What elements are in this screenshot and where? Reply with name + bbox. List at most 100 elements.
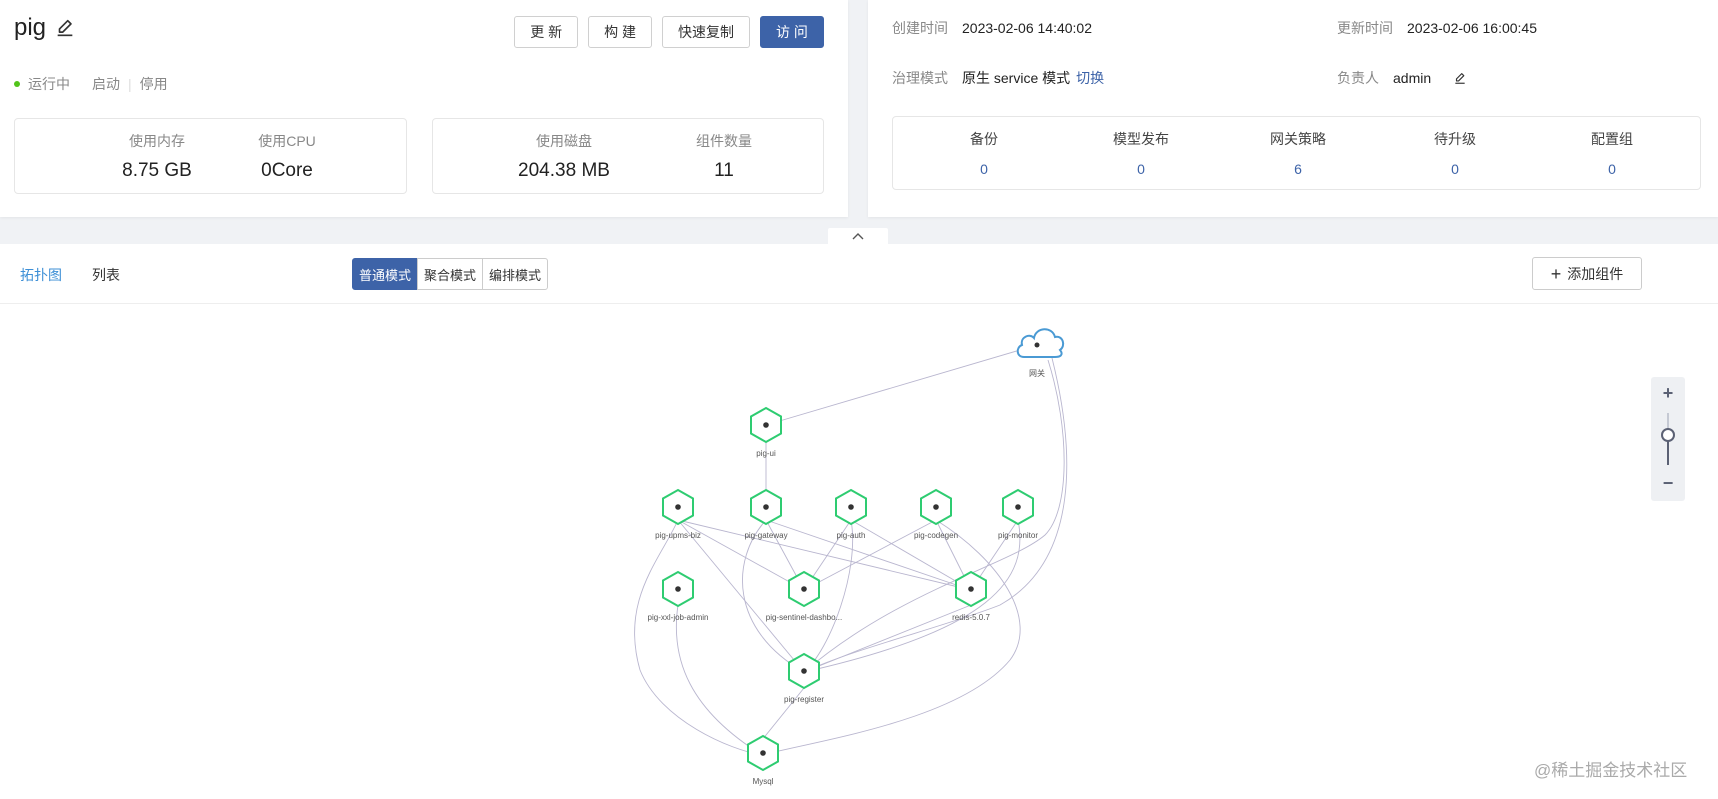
watermark: @稀土掘金技术社区 [1534,761,1688,780]
edge [803,359,1065,673]
disk-stat: 使用磁盘 204.38 MB [509,131,619,182]
mode-arrange-button[interactable]: 编排模式 [482,258,549,290]
governance-mode: 治理模式 原生 service 模式 切换 [892,68,1104,88]
topology-edges [634,344,1068,756]
summary-label: 配置组 [1591,131,1633,147]
node-pig-upms-biz[interactable]: pig-upms-biz [655,488,701,540]
node-label: pig-gateway [744,531,787,540]
edge [761,519,1021,756]
zoom-out-icon[interactable]: − [1662,473,1674,493]
update-button[interactable]: 更 新 [514,16,579,48]
node-pig-auth[interactable]: pig-auth [835,488,867,540]
cpu-value: 0Core [261,160,313,181]
node-label: Mysql [753,777,774,786]
app-overview-card: pig 更 新 构 建 快速复制 访 问 运行中 启动 | 停用 使用内存 8.… [0,0,848,217]
edge [677,519,805,591]
build-button[interactable]: 构 建 [588,16,652,48]
created-value: 2023-02-06 14:40:02 [962,20,1092,36]
disk-value: 204.38 MB [518,160,610,181]
zoom-in-icon[interactable]: + [1662,383,1674,403]
status-text: 运行中 [28,76,70,92]
memory-stat: 使用内存 8.75 GB [102,131,212,182]
summary-value[interactable]: 0 [1608,161,1616,177]
stop-link[interactable]: 停用 [139,76,168,92]
node-label: pig-upms-biz [655,531,701,540]
quick-copy-button[interactable]: 快速复制 [662,16,750,48]
summary-value[interactable]: 0 [980,161,988,177]
edge [765,519,972,591]
updated-time: 更新时间 2023-02-06 16:00:45 [1337,18,1537,38]
tab-topology[interactable]: 拓扑图 [20,267,62,283]
node-pig-gateway[interactable]: pig-gateway [744,488,788,540]
gateway-node[interactable]: 网关 [1016,328,1065,378]
node-label: pig-sentinel-dashbo... [766,613,843,622]
summary-label: 待升级 [1434,131,1476,147]
edge [803,519,937,591]
updated-label: 更新时间 [1337,20,1393,36]
status-line: 运行中 启动 | 停用 [14,74,168,94]
summary-value[interactable]: 0 [1451,161,1459,177]
app-info-card: 创建时间 2023-02-06 14:40:02 更新时间 2023-02-06… [868,0,1718,217]
memory-value: 8.75 GB [122,160,192,181]
edit-owner-icon[interactable] [1453,71,1467,85]
node-pig-codegen[interactable]: pig-codegen [914,488,958,540]
disk-component-box: 使用磁盘 204.38 MB 组件数量 11 [432,118,824,194]
summary-model-publish[interactable]: 模型发布 0 [1081,129,1201,177]
summary-gateway-policy[interactable]: 网关策略 6 [1238,129,1358,177]
node-redis[interactable]: redis-5.0.7 [952,570,990,622]
node-pig-register[interactable]: pig-register [784,652,824,704]
app-title: pig [14,14,76,42]
summary-value[interactable]: 0 [1137,161,1145,177]
mode-switch: 普通模式 聚合模式 编排模式 [352,258,549,290]
plus-icon: + [1550,263,1562,284]
edge [761,687,805,741]
topology-graph: 网关 pig-ui pig-upms-biz pig-gateway pig-a… [634,328,1068,786]
node-label: pig-monitor [998,531,1038,540]
start-link[interactable]: 启动 [92,76,120,92]
add-component-label: 添加组件 [1567,265,1624,282]
add-component-button[interactable]: + 添加组件 [1532,257,1642,290]
updated-value: 2023-02-06 16:00:45 [1407,20,1537,36]
node-pig-xxl-job-admin[interactable]: pig-xxl-job-admin [648,570,709,622]
component-count-stat: 组件数量 11 [669,131,779,182]
edge [742,519,805,673]
node-pig-sentinel-dashboard[interactable]: pig-sentinel-dashbo... [766,570,843,622]
edge [803,519,1021,673]
mode-normal-button[interactable]: 普通模式 [352,258,419,290]
status-dot-icon [14,81,20,87]
chevron-up-icon [852,233,864,240]
node-label: pig-register [784,695,824,704]
component-count-value: 11 [714,160,734,181]
edge [675,604,763,756]
zoom-control: + − [1651,377,1685,501]
node-mysql[interactable]: Mysql [747,734,779,786]
owner-value: admin [1393,70,1432,86]
collapse-toggle[interactable] [828,228,888,244]
summary-backup[interactable]: 备份 0 [924,129,1044,177]
summary-box: 备份 0 模型发布 0 网关策略 6 待升级 0 配置组 0 [892,116,1701,190]
summary-label: 备份 [970,131,998,147]
node-pig-monitor[interactable]: pig-monitor [998,488,1038,540]
visit-button[interactable]: 访 问 [760,16,824,48]
cpu-label: 使用CPU [258,133,316,149]
node-label: pig-auth [837,531,866,540]
node-pig-ui[interactable]: pig-ui [750,406,782,458]
topology-toolbar: 拓扑图 列表 普通模式 聚合模式 编排模式 + 添加组件 [0,244,1718,304]
created-time: 创建时间 2023-02-06 14:40:02 [892,18,1092,38]
edge [634,519,763,756]
node-label: 网关 [1029,368,1045,378]
edge [803,604,972,673]
summary-pending-upgrade[interactable]: 待升级 0 [1395,129,1515,177]
summary-label: 网关策略 [1270,131,1326,147]
tab-list[interactable]: 列表 [92,267,120,283]
edit-icon[interactable] [54,17,76,39]
summary-value[interactable]: 6 [1294,161,1302,177]
cpu-stat: 使用CPU 0Core [232,131,342,182]
summary-config-group[interactable]: 配置组 0 [1552,129,1672,177]
cpu-memory-box: 使用内存 8.75 GB 使用CPU 0Core [14,118,407,194]
governance-switch-link[interactable]: 切换 [1076,70,1105,86]
edge [765,344,1038,426]
mode-aggregate-button[interactable]: 聚合模式 [417,258,484,290]
zoom-slider-handle[interactable] [1661,428,1675,442]
edge [677,519,805,673]
